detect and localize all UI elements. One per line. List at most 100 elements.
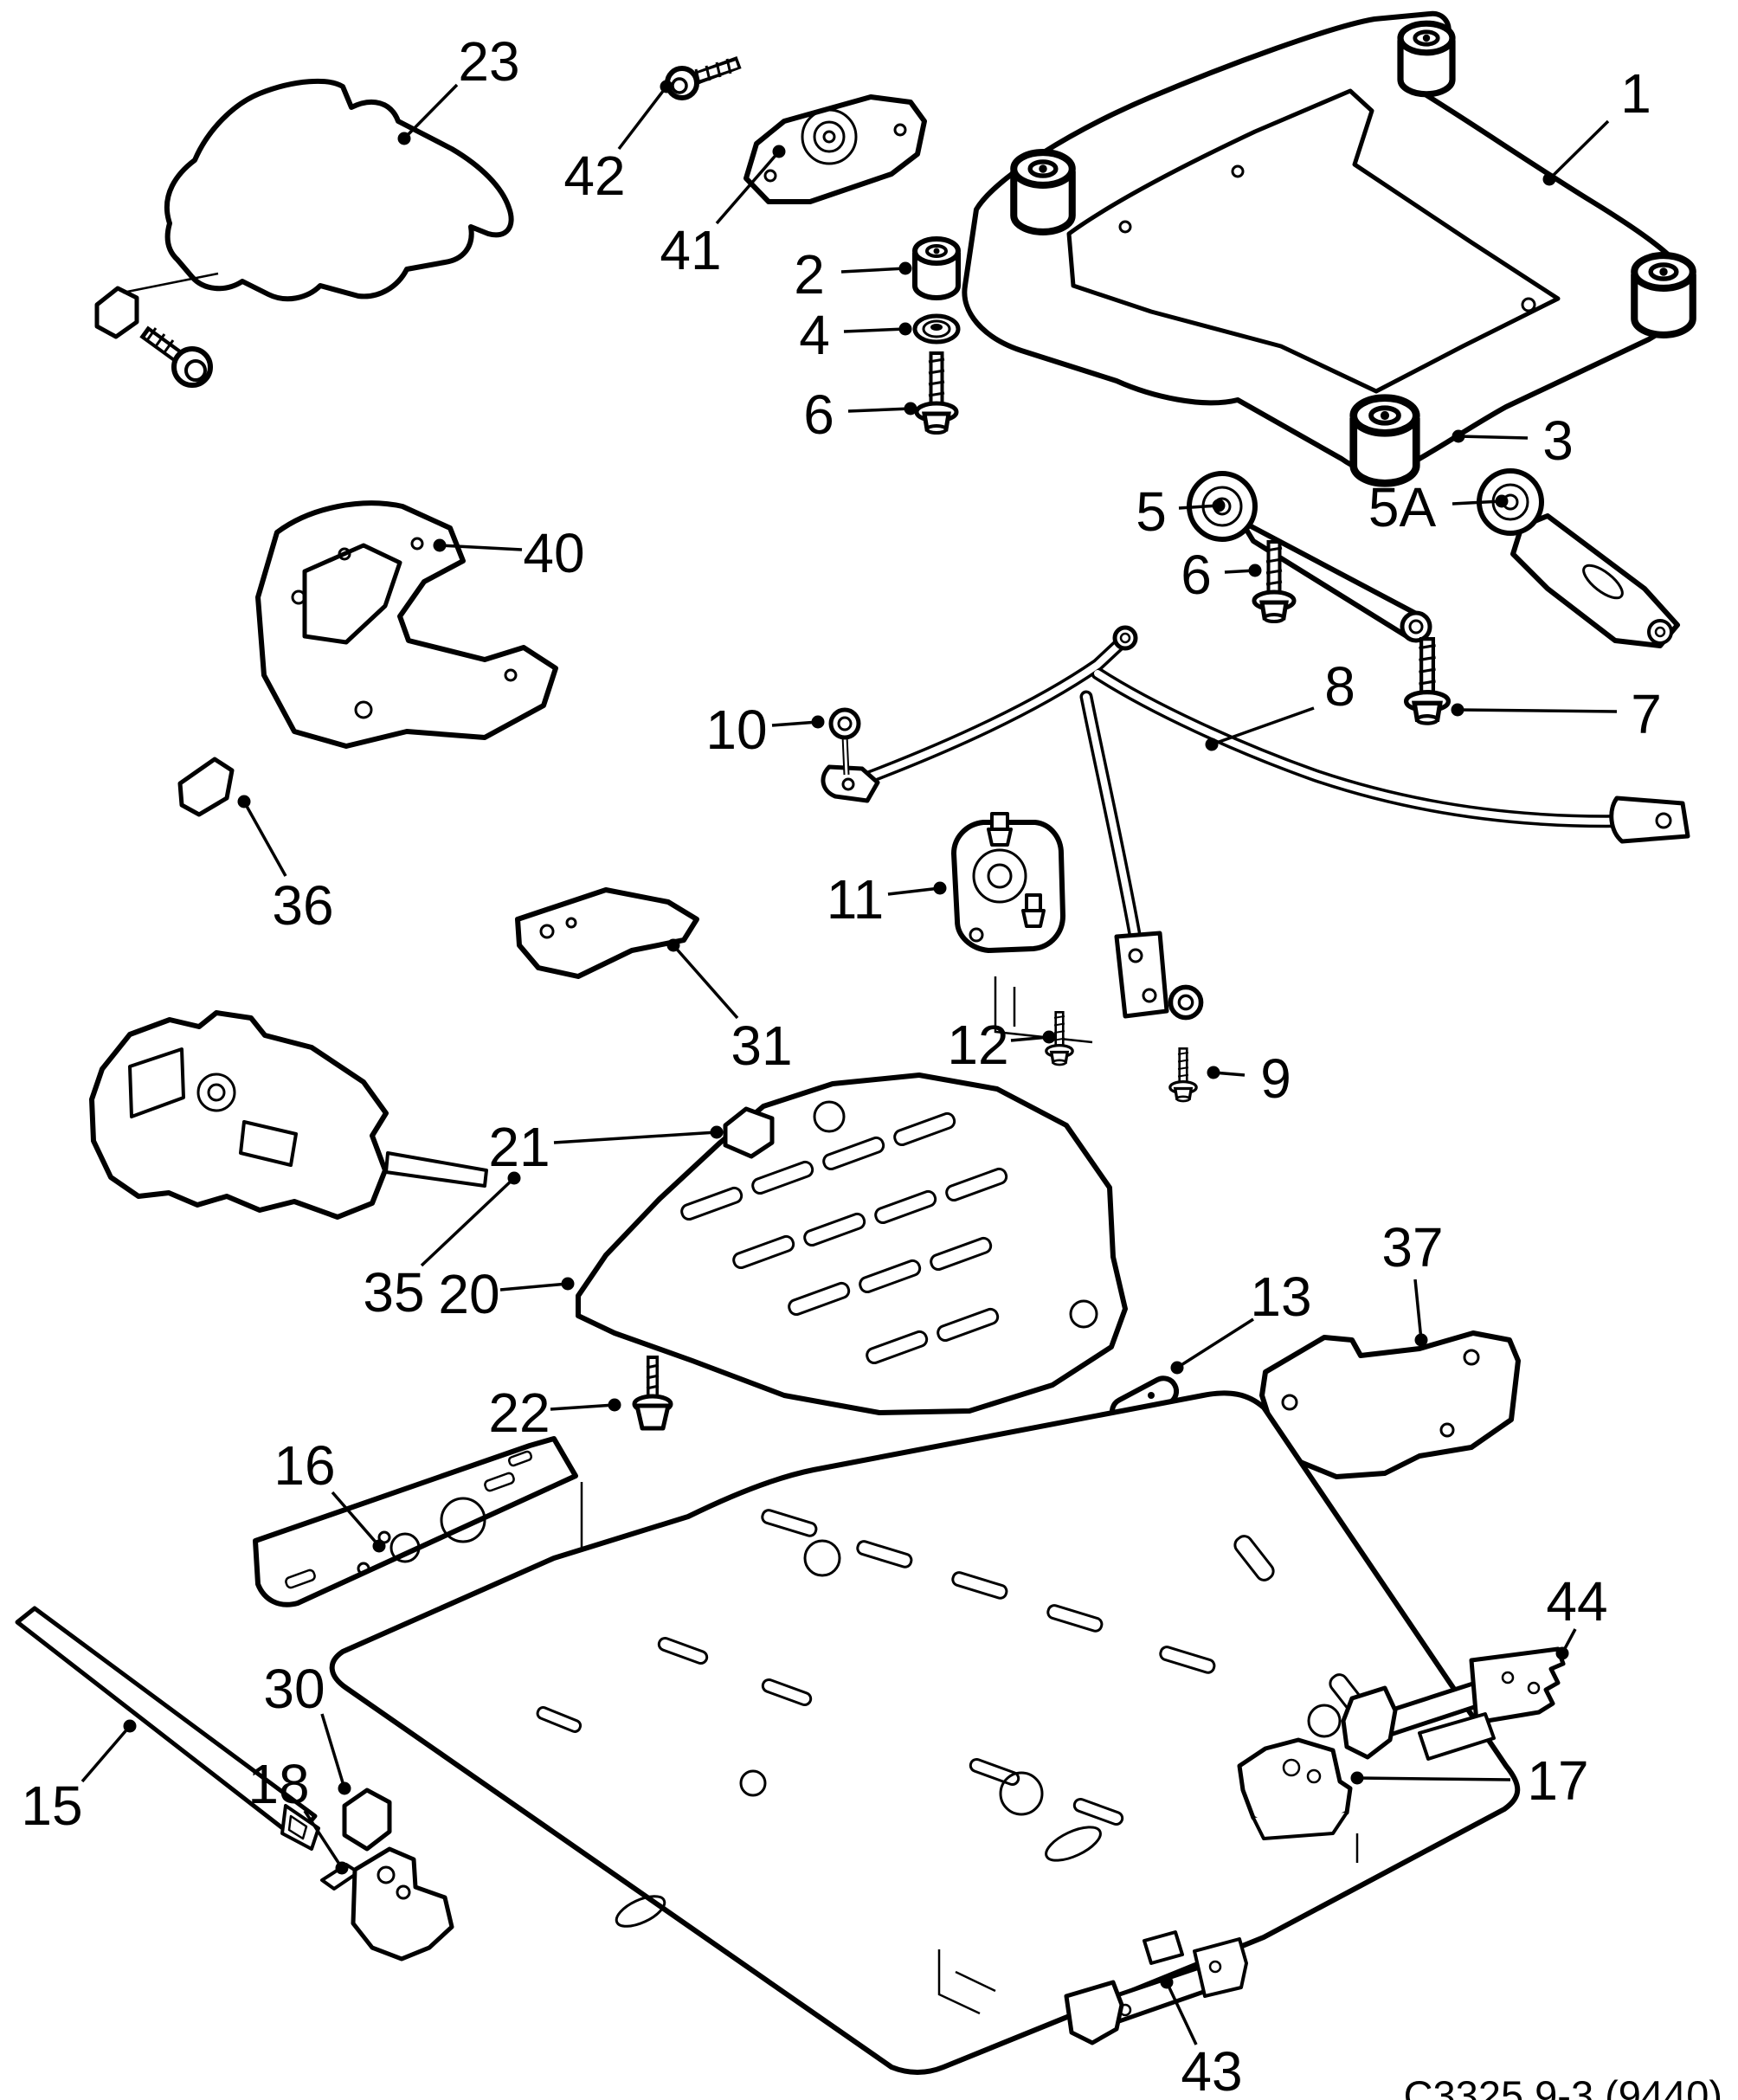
part-2-bushing [915, 239, 958, 298]
leader-line-13 [1176, 1317, 1254, 1369]
part-5-torque-rod [1187, 471, 1432, 643]
callout-label-4: 4 [799, 304, 830, 366]
diagram-code: C3325 9-3 (9440) [1404, 2072, 1722, 2100]
leader-dot-43 [1160, 1975, 1174, 1989]
leader-dot-16 [372, 1539, 386, 1553]
leader-line-23 [402, 83, 459, 140]
leader-line-22 [550, 1403, 615, 1411]
callout-label-42: 42 [563, 145, 625, 207]
leader-dot-21 [710, 1125, 724, 1139]
callout-label-2: 2 [794, 243, 825, 306]
part-1-subframe [962, 10, 1692, 475]
part-43-support-bracket [1064, 1930, 1248, 2045]
leader-line-15 [80, 1724, 132, 1783]
part-30-block-nut [342, 1788, 392, 1852]
leader-line-7 [1457, 708, 1618, 713]
part-11-mount-plate [951, 812, 1065, 953]
callout-label-9: 9 [1260, 1047, 1291, 1110]
leader-dot-6 [904, 402, 917, 415]
leader-line-2 [840, 267, 906, 274]
leader-dot-37 [1414, 1333, 1428, 1347]
part-37-deflector [1259, 1330, 1521, 1479]
callout-label-22: 22 [488, 1382, 550, 1444]
callout-label-17: 17 [1527, 1749, 1588, 1812]
leader-line-42 [617, 85, 668, 151]
floor-pan [329, 1390, 1521, 2075]
leader-dot-6 [1248, 564, 1262, 577]
part-23-side-cover [164, 78, 514, 302]
part-31-plate [515, 887, 699, 979]
part-18-bracket [320, 1846, 454, 1962]
leader-dot-13 [1170, 1361, 1184, 1375]
callout-label-20: 20 [438, 1263, 499, 1325]
callout-label-6: 6 [1181, 544, 1212, 606]
part-25-bolt [139, 325, 213, 388]
leader-dot-17 [1350, 1771, 1364, 1785]
leader-line-41 [715, 150, 781, 225]
leader-dot-7 [1451, 703, 1464, 717]
leader-dot-22 [608, 1398, 621, 1412]
callout-label-10: 10 [705, 699, 767, 761]
leader-dot-31 [666, 938, 680, 952]
callout-label-40: 40 [523, 522, 584, 584]
callout-label-15: 15 [21, 1775, 82, 1837]
part-6-bolt-front [917, 351, 956, 433]
reference-marks [937, 1949, 996, 2015]
part-3-bushing [1354, 398, 1417, 484]
leader-dot-15 [123, 1719, 137, 1733]
part-20-skid-plate [576, 1073, 1128, 1415]
leader-dot-4 [898, 322, 912, 336]
part-8-cross-brace [821, 625, 1690, 1019]
leader-dot-23 [397, 132, 411, 145]
leader-dot-3 [1452, 429, 1465, 443]
leader-dot-1 [1542, 172, 1556, 186]
part-42-bolt [665, 55, 742, 100]
leader-line-36 [242, 801, 287, 877]
part-41-mount-bracket [743, 94, 927, 204]
leader-lines [80, 80, 1618, 2045]
callout-label-12: 12 [947, 1014, 1008, 1076]
leader-line-18 [303, 1810, 344, 1869]
leader-dot-44 [1555, 1646, 1569, 1660]
callout-label-43: 43 [1181, 2040, 1242, 2100]
leader-dot-5A [1495, 494, 1509, 508]
leader-dot-18 [335, 1861, 349, 1875]
leader-dot-12 [1042, 1030, 1056, 1044]
leader-line-30 [320, 1713, 346, 1789]
leader-line-6 [847, 407, 911, 413]
part-17-jack-bracket [1237, 1737, 1353, 1840]
leader-line-10 [771, 720, 819, 727]
leader-dot-30 [338, 1781, 351, 1795]
leader-dot-10 [811, 715, 825, 729]
leader-line-3 [1458, 435, 1529, 440]
leader-dot-11 [933, 881, 947, 895]
callout-label-3: 3 [1542, 409, 1574, 472]
callout-label-11: 11 [827, 868, 884, 931]
leader-dot-41 [772, 145, 786, 158]
leader-dot-20 [561, 1277, 575, 1291]
part-9-screw [1170, 987, 1201, 1101]
callout-label-21: 21 [488, 1116, 550, 1178]
part-10-nut [831, 710, 859, 776]
leader-line-11 [887, 886, 941, 896]
callout-label-30: 30 [263, 1658, 325, 1720]
leader-dot-42 [660, 80, 673, 93]
callout-label-18: 18 [248, 1753, 309, 1815]
leader-dot-8 [1205, 738, 1219, 751]
callout-label-44: 44 [1546, 1570, 1607, 1633]
leader-dot-2 [898, 261, 912, 275]
callout-label-1: 1 [1620, 62, 1651, 125]
leader-line-8 [1211, 706, 1315, 746]
leader-line-40 [439, 544, 523, 551]
leader-dot-5 [1212, 499, 1226, 512]
leader-line-4 [843, 327, 906, 333]
leader-line-5 [1178, 504, 1220, 510]
part-21-clip [723, 1106, 775, 1159]
callout-label-5A: 5A [1368, 476, 1437, 538]
callout-label-5: 5 [1136, 480, 1167, 543]
part-5A-torque-rod [1477, 468, 1680, 648]
leader-dot-9 [1207, 1066, 1220, 1079]
callout-label-7: 7 [1631, 683, 1662, 745]
part-7-bolt [1406, 637, 1449, 724]
